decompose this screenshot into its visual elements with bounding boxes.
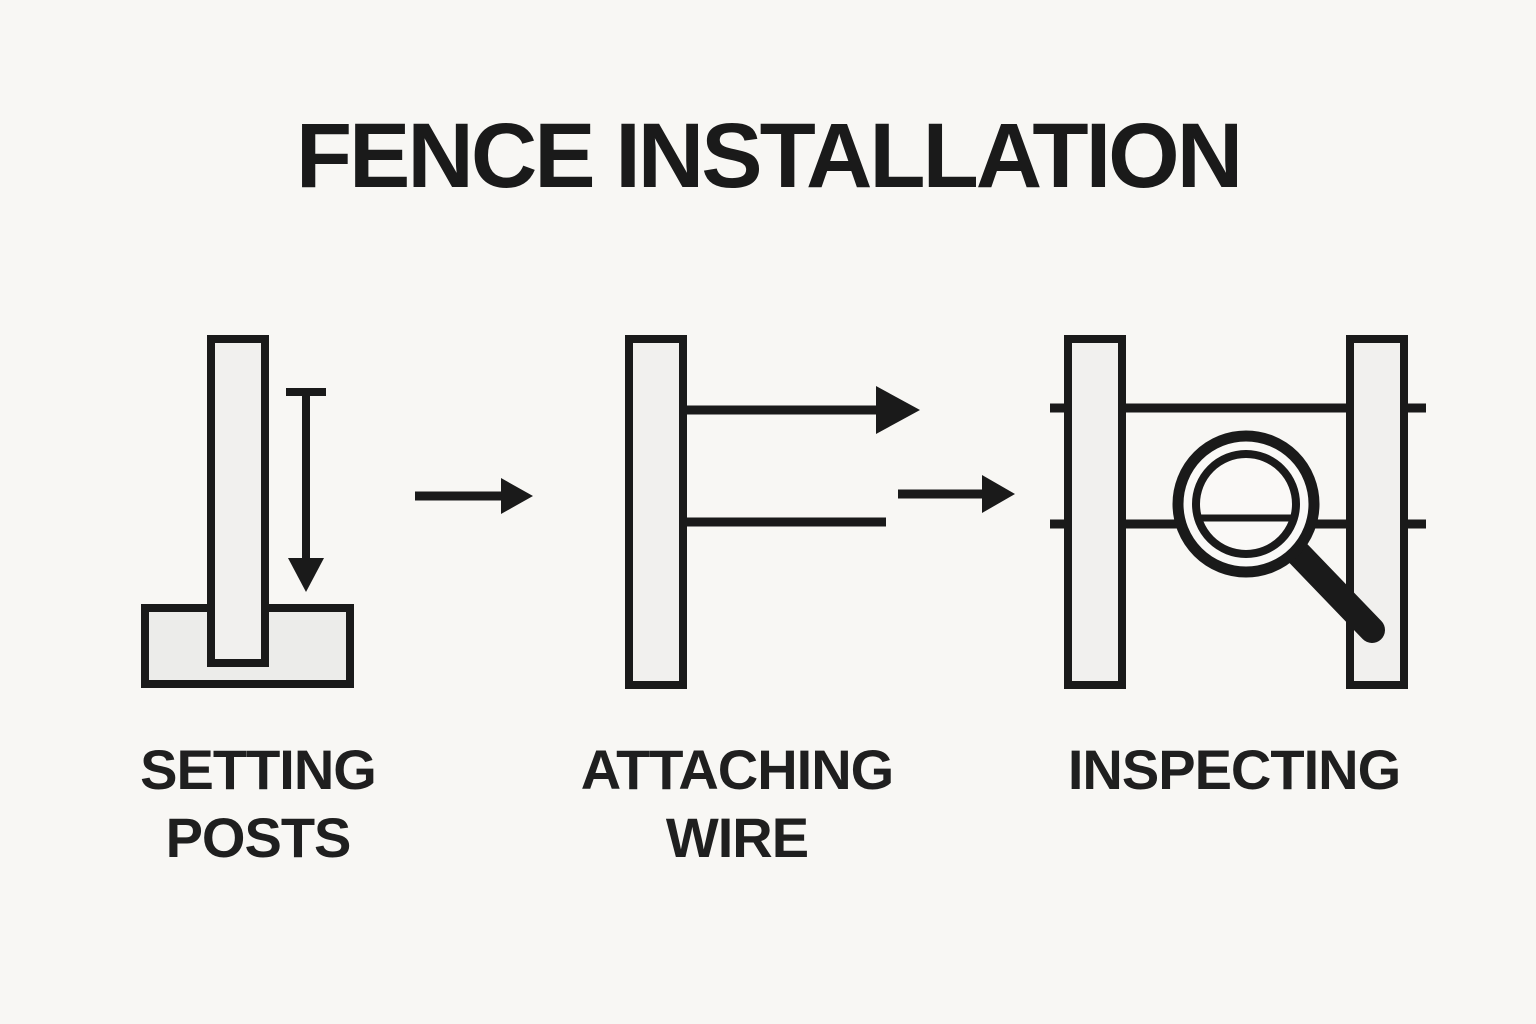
attaching-wire-icon [625, 335, 920, 689]
step-label-line: INSPECTING [1067, 738, 1401, 801]
step-label-inspecting: INSPECTING [1044, 736, 1424, 804]
step-label-line: POSTS [165, 806, 352, 870]
page-title: FENCE INSTALLATION [295, 105, 1243, 207]
setting-posts-icon [141, 335, 354, 688]
fence-post [207, 335, 269, 667]
fence-post [625, 335, 687, 689]
left-fence-post [1064, 335, 1126, 689]
step-label-setting-posts: SETTING POSTS [98, 736, 418, 873]
magnifier-lens-inner [1192, 450, 1300, 558]
step-arrow-1-icon [415, 478, 533, 514]
inspecting-icon [1050, 335, 1426, 689]
step-label-line: SETTING [140, 738, 377, 801]
step-label-line: WIRE [665, 806, 809, 870]
wire-arrowhead-icon [876, 386, 920, 434]
step-arrow-2-icon [898, 475, 1015, 513]
magnifier-handle [1282, 537, 1385, 643]
step-label-line: ATTACHING [580, 738, 894, 801]
step-label-attaching-wire: ATTACHING WIRE [547, 736, 927, 873]
down-arrowhead-icon [288, 558, 324, 592]
